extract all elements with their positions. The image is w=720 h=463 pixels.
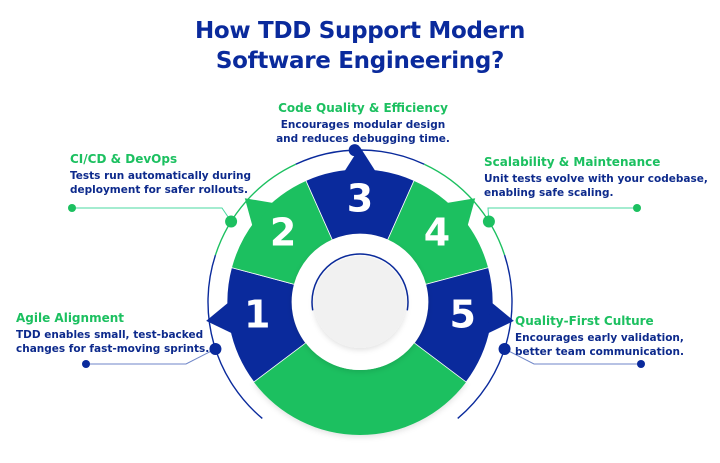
title-line-2: Software Engineering? [215,48,505,74]
leader-end-dot-cicd [68,204,76,212]
segment-number-1: 1 [244,293,270,337]
callout-text-line: better team communication. [515,346,684,358]
callout-heading: CI/CD & DevOps [70,152,178,166]
ring-dot-code-quality [348,144,361,157]
segment-pointer-1 [206,302,233,334]
callout-text-line: enabling safe scaling. [484,187,614,199]
callout-agile: Agile Alignment TDD enables small, test-… [16,311,216,356]
callout-text-line: Tests run automatically during [70,170,252,182]
callout-text-line: changes for fast-moving sprints. [16,343,210,355]
callout-cicd: CI/CD & DevOps Tests run automatically d… [70,152,270,197]
callout-heading: Code Quality & Efficiency [278,101,448,115]
ring-dot-quality-culture [498,342,511,355]
callout-scalability: Scalability & Maintenance Unit tests evo… [484,155,720,200]
leader-line-cicd [72,207,232,222]
segment-number-2: 2 [270,211,296,255]
wheel-segments [206,147,514,436]
segment-pointer-5 [487,302,514,334]
center-hub [314,256,406,348]
segment-number-3: 3 [347,177,373,221]
segment-bottom [253,342,467,436]
callout-code-quality: Code Quality & Efficiency Encourages mod… [268,101,458,146]
callout-text-line: Encourages modular design [280,119,446,131]
segment-pointer-2 [244,198,275,227]
title-line-1: How TDD Support Modern [194,18,526,44]
callout-text-line: TDD enables small, test-backed [16,329,204,341]
callout-text-line: and reduces debugging time. [276,133,450,145]
callout-heading: Quality-First Culture [515,314,654,328]
callout-quality-culture: Quality-First Culture Encourages early v… [515,314,720,359]
leader-end-dot-quality-culture [637,360,645,368]
ring-dot-scalability [482,215,495,228]
leader-line-quality-culture [504,348,641,365]
callout-text-line: deployment for safer rollouts. [70,184,249,196]
leader-line-agile [86,348,216,365]
leader-end-dot-agile [82,360,90,368]
page-title: How TDD Support Modern Software Engineer… [0,16,720,76]
callout-heading: Scalability & Maintenance [484,155,661,169]
callout-text-line: Encourages early validation, [515,332,684,344]
segment-number-4: 4 [424,211,450,255]
callout-text-line: Unit tests evolve with your codebase, [484,173,708,185]
leader-line-scalability [487,207,637,222]
leader-end-dot-scalability [633,204,641,212]
segment-pointer-4 [445,198,476,227]
callout-heading: Agile Alignment [16,311,124,325]
ring-dot-agile [209,342,222,355]
inner-accent-arc [311,253,409,311]
segment-number-5: 5 [450,293,476,337]
ring-dot-cicd [225,215,238,228]
segment-pointer-3 [344,147,376,172]
